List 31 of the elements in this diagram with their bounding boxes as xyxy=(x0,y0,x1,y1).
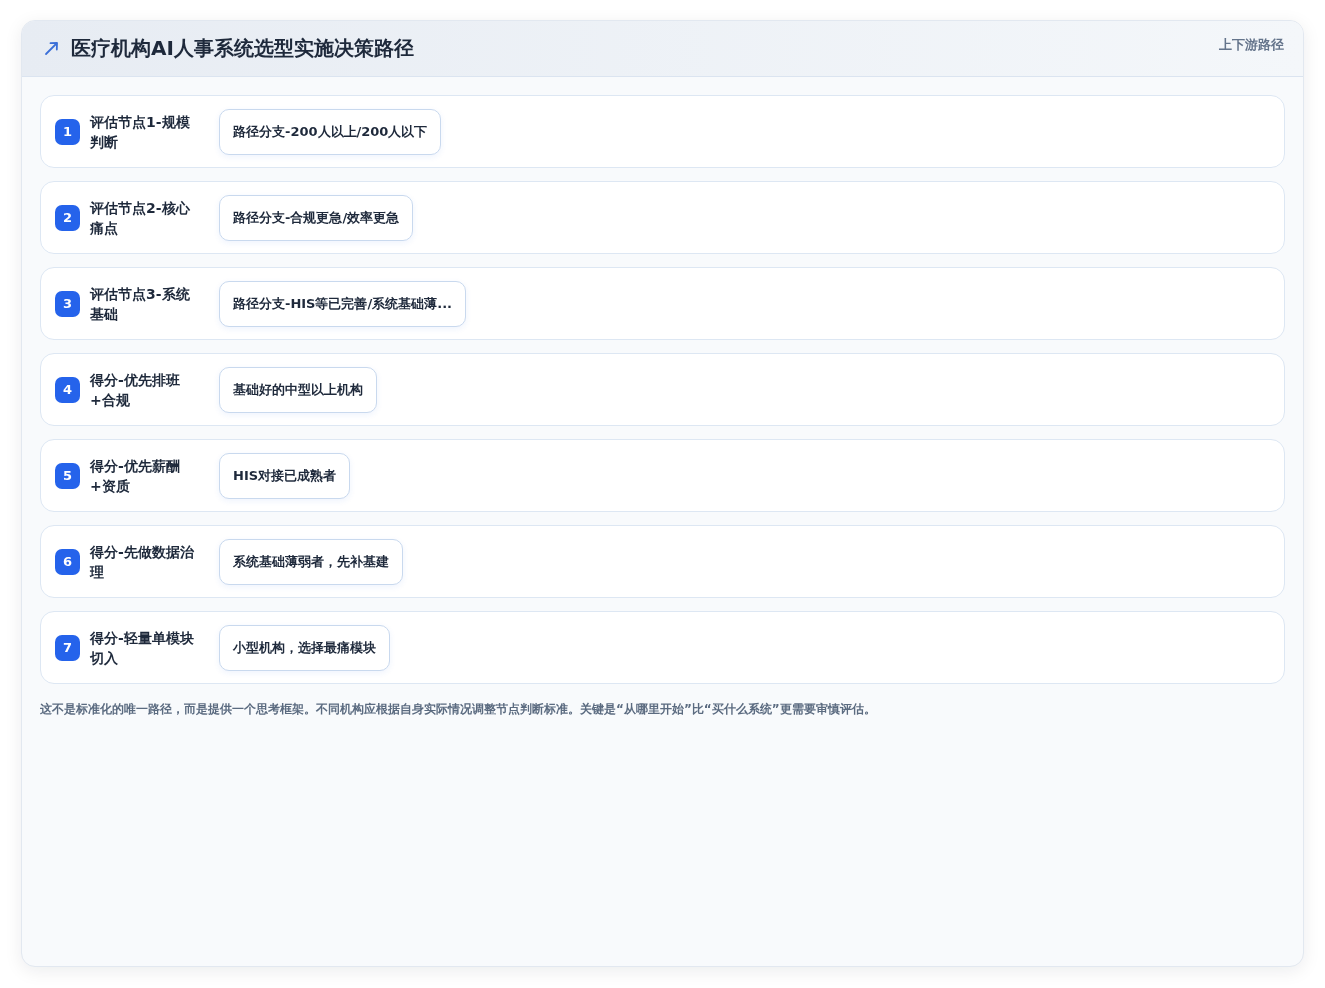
number-badge: 7 xyxy=(55,634,80,661)
branch-tag: 路径分支-HIS等已完善/系统基础薄... xyxy=(219,280,467,327)
number-badge: 4 xyxy=(55,376,80,403)
number-badge: 3 xyxy=(55,290,80,317)
number-badge: 5 xyxy=(55,462,80,489)
branch-tag: 基础好的中型以上机构 xyxy=(219,366,377,413)
step-card xyxy=(40,95,1285,168)
number-badge: 6 xyxy=(55,548,80,575)
branch-tag: 路径分支-200人以上/200人以下 xyxy=(219,108,442,155)
header-label: 上下游路径 xyxy=(1219,36,1284,54)
step-heading: 评估节点3-系统基础 xyxy=(90,284,191,324)
step-heading: 得分-先做数据治理 xyxy=(90,542,195,582)
branch-tag: 小型机构，选择最痛模块 xyxy=(219,624,390,671)
step-card xyxy=(40,353,1285,426)
step-card xyxy=(40,525,1285,598)
branch-tag: 路径分支-合规更急/效率更急 xyxy=(219,194,414,241)
step-heading: 评估节点2-核心痛点 xyxy=(90,198,191,238)
number-badge: 1 xyxy=(55,118,80,145)
step-card xyxy=(40,267,1285,340)
branch-tag: 系统基础薄弱者，先补基建 xyxy=(219,538,403,585)
step-heading: 得分-优先薪酬+资质 xyxy=(90,456,181,496)
step-heading: 得分-轻量单模块切入 xyxy=(90,628,195,668)
step-heading: 得分-优先排班+合规 xyxy=(90,370,181,410)
branch-tag: HIS对接已成熟者 xyxy=(219,452,351,499)
diagram-title: 医疗机构AI人事系统选型实施决策路径 xyxy=(71,35,414,62)
caption-note: 这不是标准化的唯一路径，而是提供一个思考框架。不同机构应根据自身实际情况调整节点判断标准。关键是“从哪里开始”比“买什么系统”更需要审慎评估。 xyxy=(40,701,877,717)
number-badge: 2 xyxy=(55,204,80,231)
step-heading: 评估节点1-规模判断 xyxy=(90,112,191,152)
step-card xyxy=(40,611,1285,684)
step-card xyxy=(40,181,1285,254)
step-card xyxy=(40,439,1285,512)
